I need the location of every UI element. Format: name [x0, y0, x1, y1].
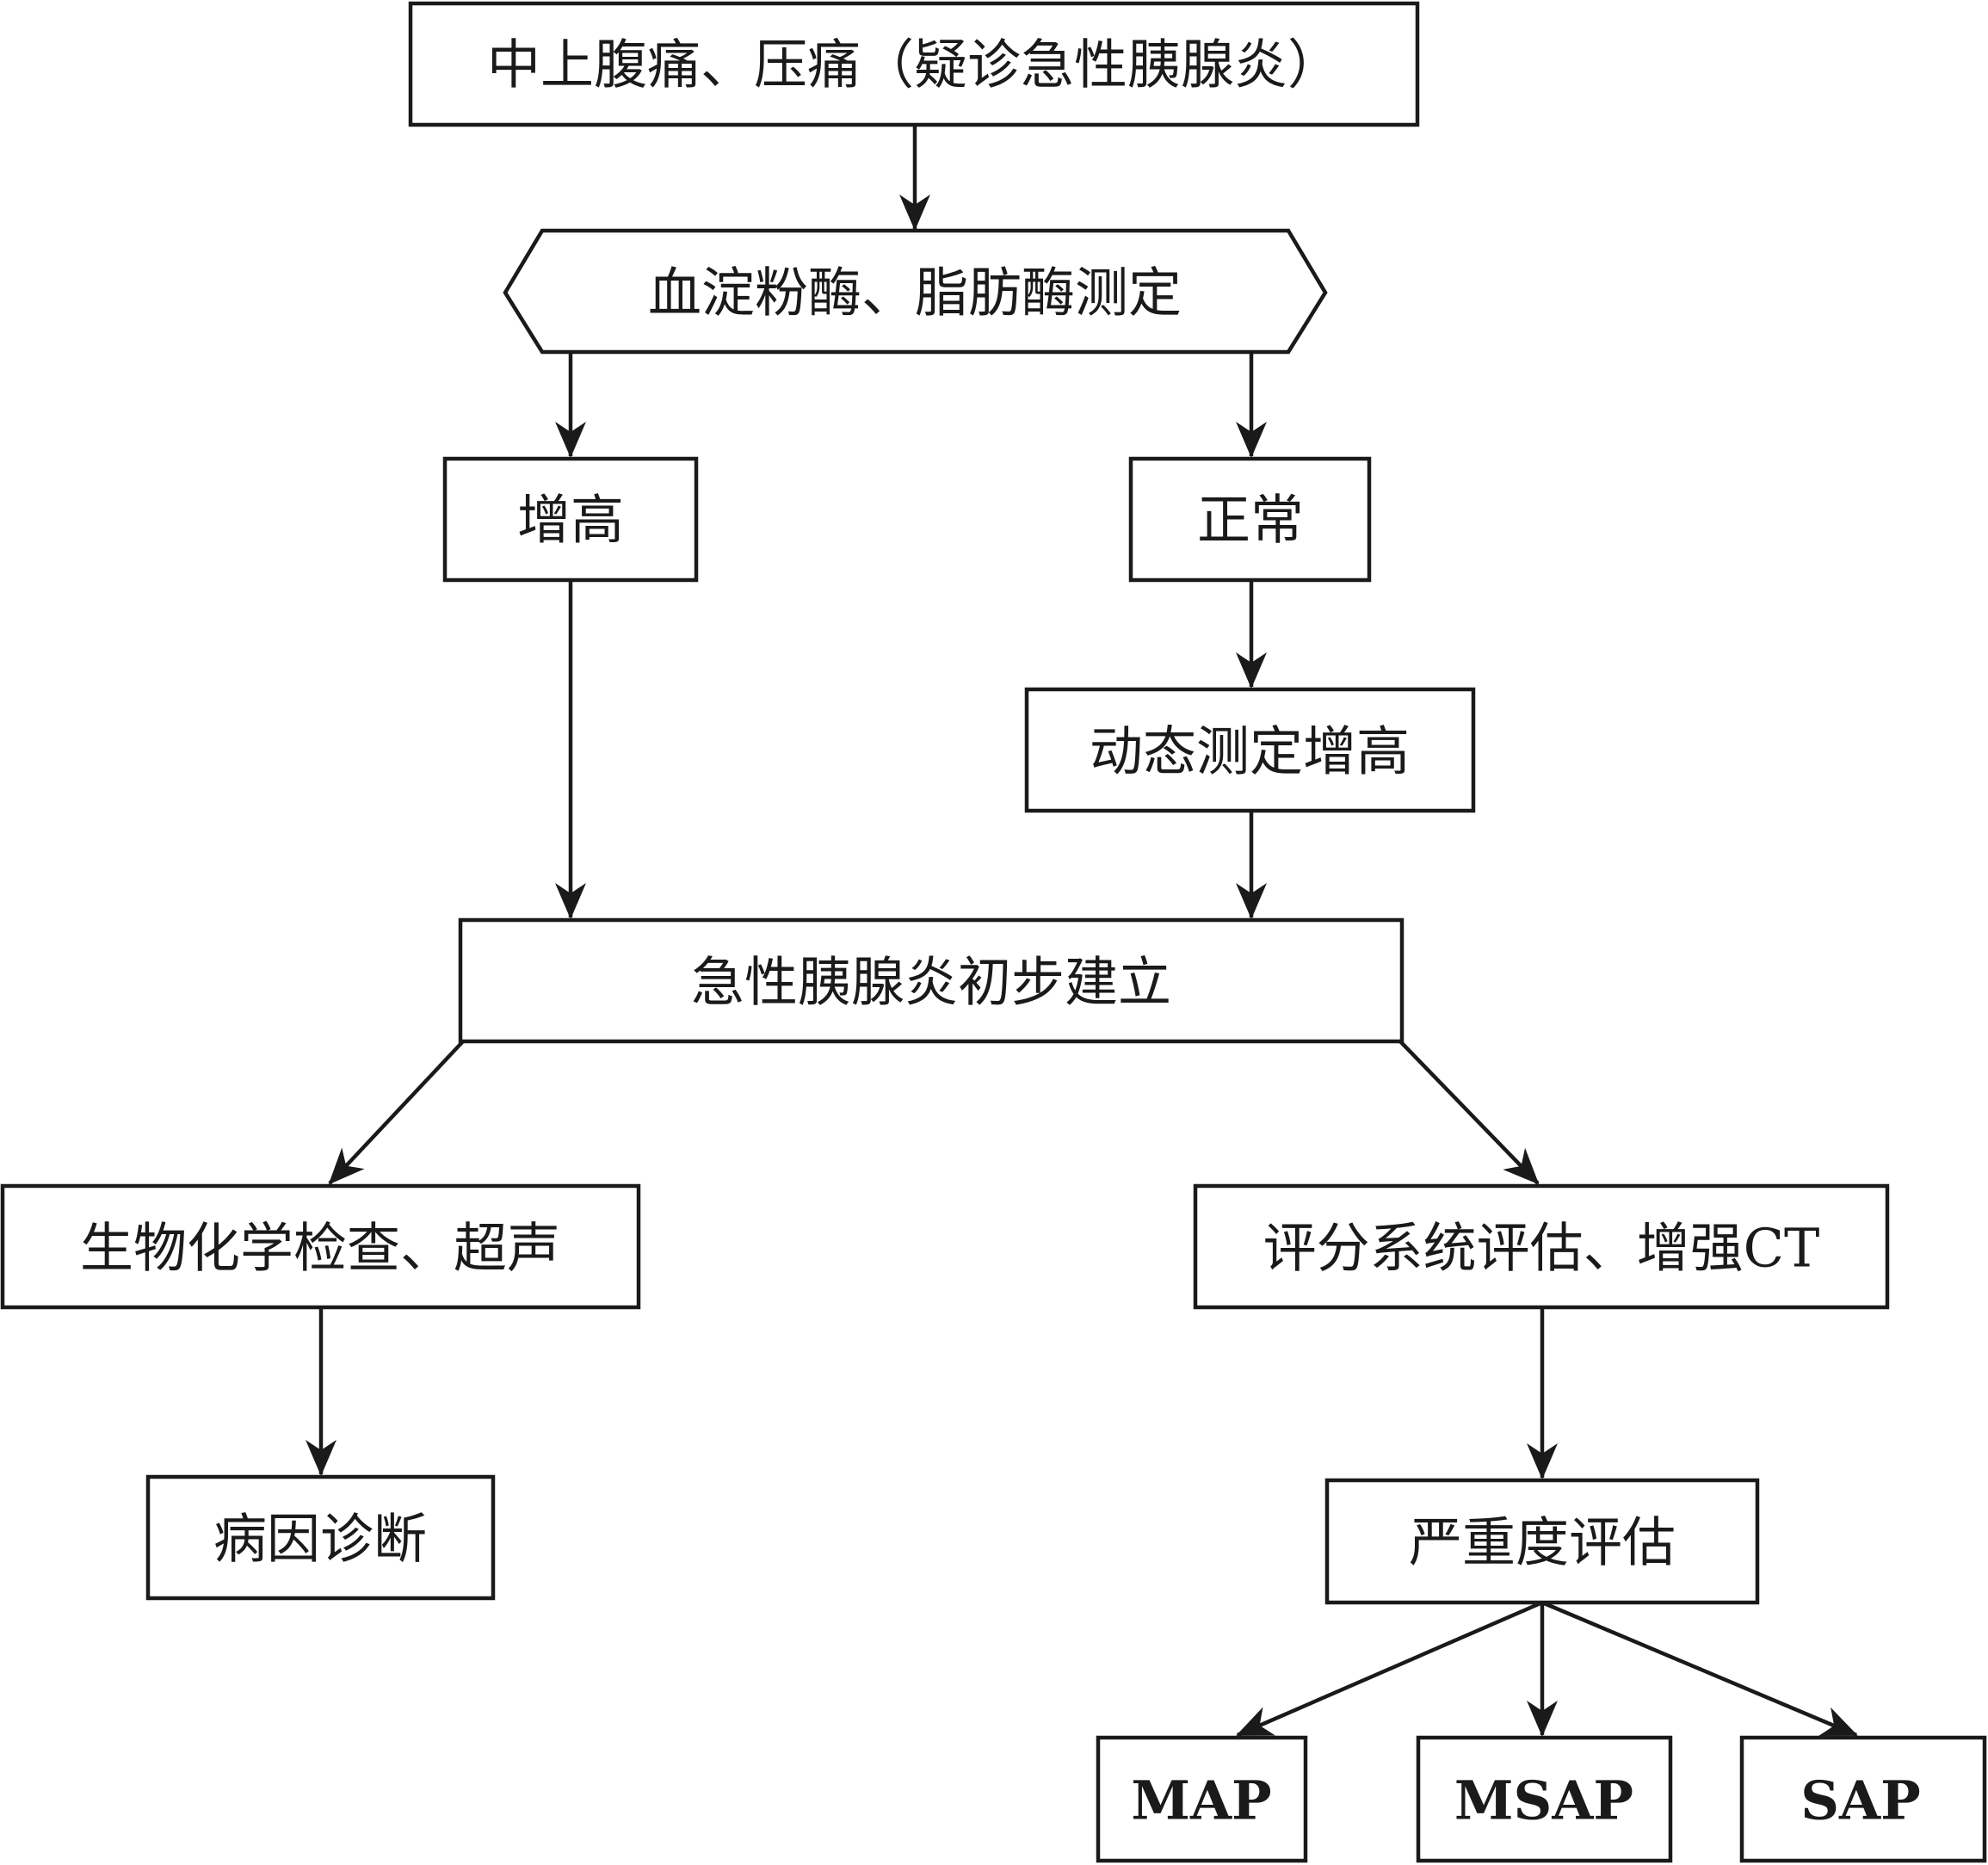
arrow-severity-to-map	[1236, 1600, 1543, 1738]
node-msap: MSAP	[1416, 1735, 1673, 1863]
node-symptom: 中上腹痛、压痛（疑诊急性胰腺炎）	[408, 1, 1420, 127]
node-severity: 严重度评估	[1324, 1478, 1760, 1605]
node-etiology-label: 病因诊断	[213, 1508, 427, 1571]
node-severity-label: 严重度评估	[1409, 1511, 1676, 1574]
node-biochem-ultrasound: 生物化学检查、超声	[0, 1183, 641, 1310]
node-scoring-ct-label: 评分系统评估、增强CT	[1263, 1217, 1820, 1280]
arrow-established-to-scoring	[1398, 1040, 1540, 1185]
connectors	[306, 125, 1858, 1738]
node-msap-label: MSAP	[1454, 1769, 1633, 1832]
node-scoring-ct: 评分系统评估、增强CT	[1193, 1183, 1890, 1310]
arrow-established-to-biochem	[328, 1040, 465, 1185]
node-sap: SAP	[1739, 1735, 1987, 1863]
node-dynamic-elevated: 动态测定增高	[1024, 687, 1476, 813]
node-dynamic-elevated-label: 动态测定增高	[1090, 720, 1410, 783]
node-normal-label: 正常	[1197, 489, 1304, 552]
node-biochem-ultrasound-label: 生物化学检查、超声	[80, 1217, 560, 1280]
node-sap-label: SAP	[1800, 1769, 1921, 1832]
node-elevated: 增高	[442, 456, 699, 583]
arrow-severity-to-sap	[1541, 1600, 1858, 1738]
node-enzyme-test-label: 血淀粉酶、脂肪酶测定	[648, 262, 1182, 324]
node-map-label: MAP	[1131, 1769, 1271, 1832]
node-elevated-label: 增高	[517, 489, 624, 552]
node-enzyme-test: 血淀粉酶、脂肪酶测定	[503, 228, 1328, 355]
node-ap-established-label: 急性胰腺炎初步建立	[691, 951, 1171, 1014]
node-ap-established: 急性胰腺炎初步建立	[458, 917, 1405, 1044]
node-normal: 正常	[1128, 456, 1372, 583]
node-symptom-label: 中上腹痛、压痛（疑诊急性胰腺炎）	[487, 34, 1341, 96]
node-map: MAP	[1096, 1735, 1308, 1863]
node-etiology: 病因诊断	[145, 1474, 496, 1601]
